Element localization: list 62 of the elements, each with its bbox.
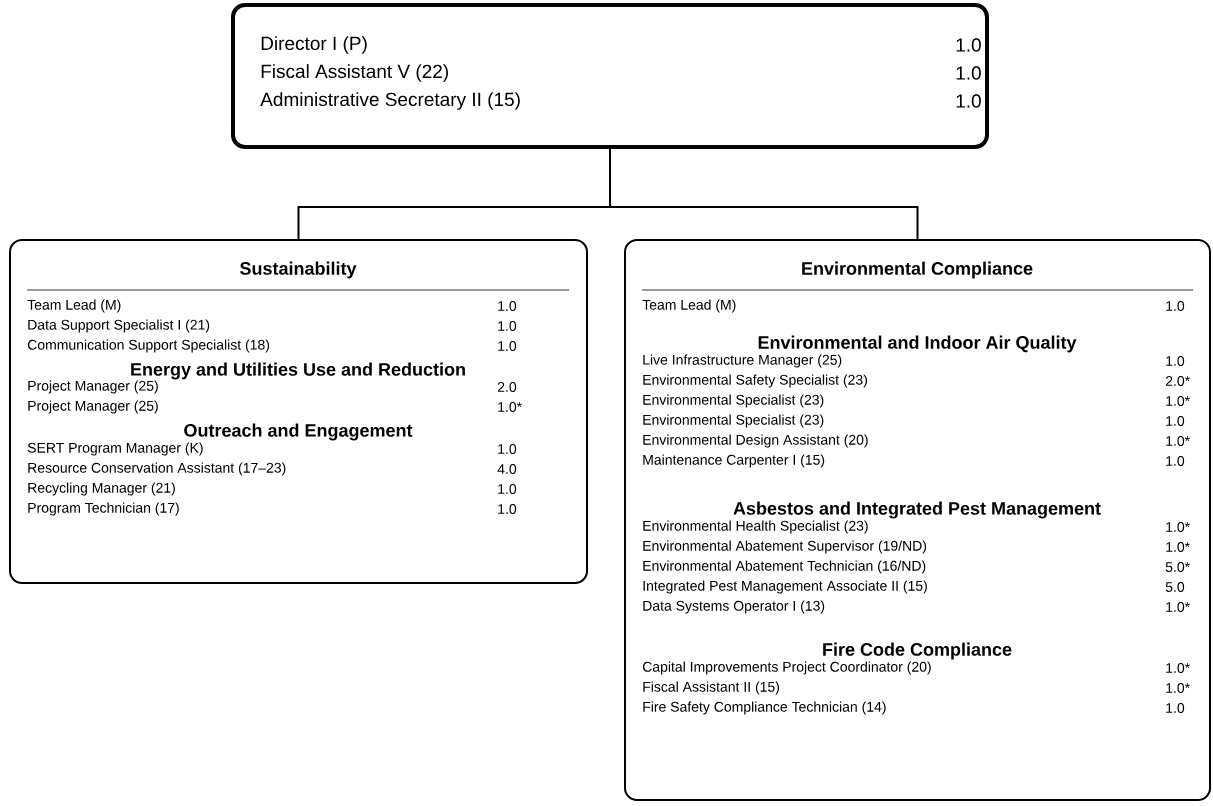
- fte-count: 1.0: [498, 341, 517, 351]
- position-title: Integrated Pest Management Associate II (15): [643, 580, 927, 594]
- position-title: Fiscal Assistant II (15): [643, 681, 780, 695]
- position-title: Live Infrastructure Manager (25): [643, 354, 842, 368]
- position-title: Environmental Specialist (23): [643, 394, 824, 408]
- fte-count: 5.0: [1165, 582, 1185, 592]
- section-heading: Energy and Utilities Use and Reduction: [131, 362, 465, 380]
- fte-count: 1.0: [498, 484, 517, 494]
- fte-count: 1.0*: [1166, 542, 1190, 552]
- fte-count: 1.0: [498, 444, 517, 454]
- fte-count: 5.0*: [1165, 562, 1190, 572]
- fte-count: 1.0: [498, 301, 517, 311]
- position-title: Environmental Abatement Supervisor (19/ND): [643, 540, 927, 554]
- position-title: Environmental Specialist (23): [643, 414, 824, 428]
- position-title: Project Manager (25): [28, 380, 158, 394]
- fte-count: 1.0: [956, 38, 981, 52]
- fte-count: 1.0: [1166, 703, 1185, 713]
- position-title: Environmental Design Assistant (20): [643, 434, 868, 448]
- position-title: Environmental Health Specialist (23): [643, 520, 868, 534]
- fte-count: 4.0: [497, 464, 517, 474]
- position-title: Environmental Abatement Technician (16/ND): [643, 560, 926, 574]
- fte-count: 1.0*: [1166, 396, 1190, 406]
- position-title: Team Lead (M): [27, 299, 121, 313]
- fte-count: 1.0: [1166, 356, 1185, 366]
- position-title: Data Support Specialist I (21): [28, 319, 210, 333]
- position-title: Maintenance Carpenter I (15): [643, 454, 825, 468]
- fte-count: 2.0*: [1165, 376, 1190, 386]
- position-title: Fiscal Assistant V (22): [261, 64, 448, 82]
- section-heading: Environmental and Indoor Air Quality: [758, 335, 1077, 353]
- section-heading: Environmental Compliance: [802, 261, 1033, 279]
- position-title: Environmental Safety Specialist (23): [643, 374, 867, 388]
- fte-count: 1.0: [498, 504, 517, 514]
- position-title: Administrative Secretary II (15): [260, 92, 520, 110]
- position-title: Resource Conservation Assistant (17–23): [28, 462, 286, 476]
- position-title: Capital Improvements Project Coordinator (20): [642, 661, 931, 675]
- position-title: Recycling Manager (21): [28, 482, 175, 496]
- fte-count: 1.0: [1166, 416, 1185, 426]
- position-title: Team Lead (M): [642, 299, 736, 313]
- fte-count: 1.0*: [1166, 436, 1190, 446]
- fte-count: 2.0: [497, 382, 517, 392]
- fte-count: 1.0*: [1166, 683, 1190, 693]
- connector-line: [609, 148, 919, 240]
- position-title: Director I (P): [261, 36, 367, 54]
- position-title: Communication Support Specialist (18): [27, 339, 270, 353]
- position-title: Fire Safety Compliance Technician (14): [643, 701, 886, 715]
- fte-count: 1.0*: [1166, 602, 1190, 612]
- section-heading: Sustainability: [240, 261, 357, 279]
- fte-count: 1.0: [498, 321, 517, 331]
- position-title: Project Manager (25): [28, 400, 158, 414]
- position-title: SERT Program Manager (K): [27, 442, 203, 456]
- fte-count: 1.0: [956, 66, 981, 80]
- fte-count: 1.0*: [1166, 663, 1190, 673]
- position-title: Program Technician (17): [28, 502, 179, 516]
- fte-count: 1.0*: [498, 402, 522, 412]
- section-heading: Asbestos and Integrated Pest Management: [733, 501, 1101, 519]
- fte-count: 1.0: [1166, 456, 1185, 466]
- section-heading: Outreach and Engagement: [184, 423, 413, 441]
- fte-count: 1.0: [956, 94, 981, 108]
- fte-count: 1.0: [1166, 301, 1185, 311]
- fte-count: 1.0*: [1166, 522, 1190, 532]
- section-heading: Fire Code Compliance: [823, 642, 1012, 660]
- position-title: Data Systems Operator I (13): [643, 600, 825, 614]
